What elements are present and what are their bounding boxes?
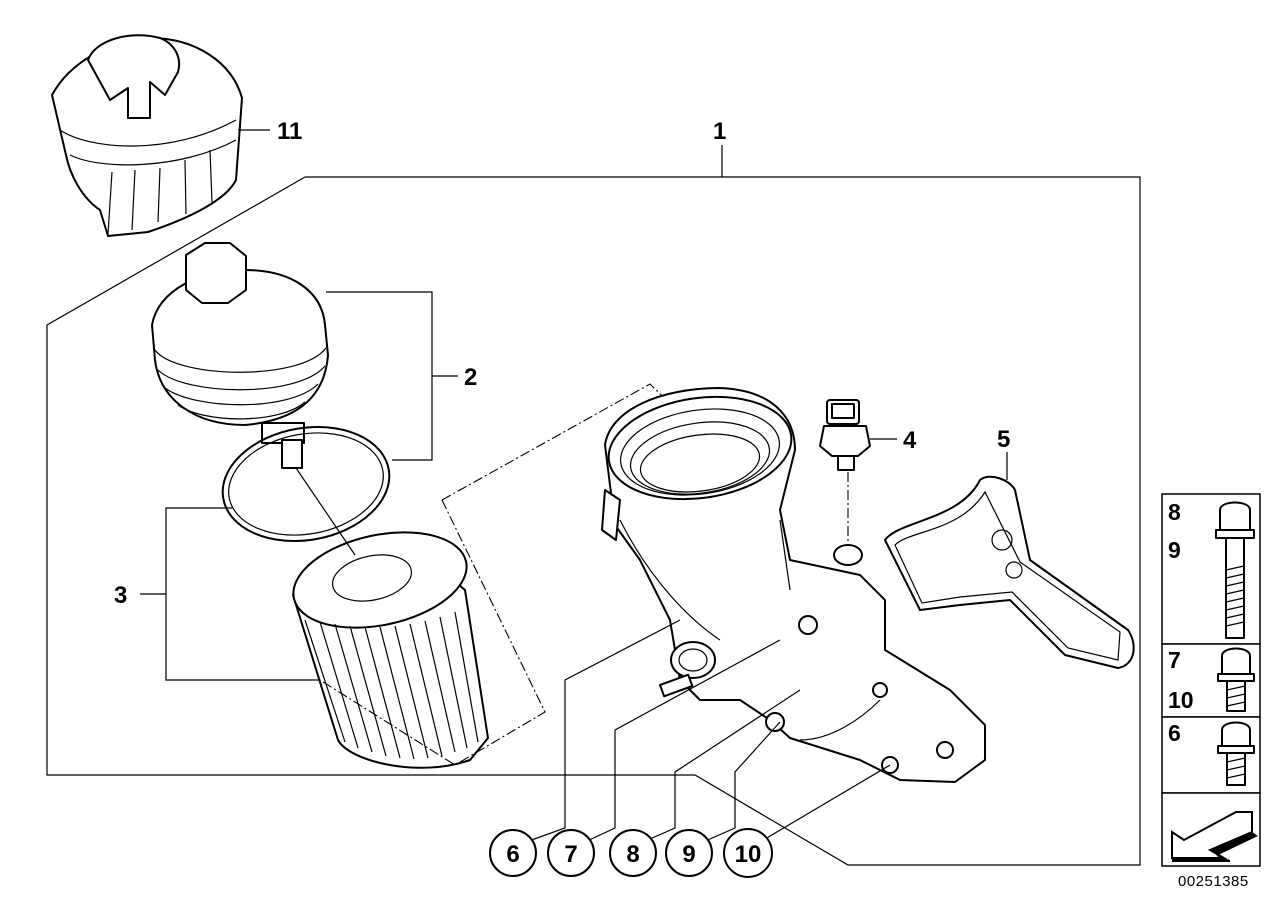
- legend-label-9: 9: [1168, 537, 1181, 563]
- screw-legend: 8 9 7 10 6: [1161, 493, 1261, 867]
- callout-3: 3: [114, 582, 127, 609]
- legend-label-6: 6: [1168, 720, 1181, 746]
- svg-text:6: 6: [506, 841, 519, 868]
- medium-bolt-icon: [1217, 647, 1255, 712]
- svg-text:9: 9: [682, 841, 695, 868]
- callout-11: 11: [277, 118, 302, 145]
- legend-label-8: 8: [1168, 499, 1181, 525]
- oil-filter-element: [292, 531, 489, 769]
- filter-wrench-tool: [51, 34, 270, 237]
- callout-5: 5: [997, 426, 1010, 453]
- housing-gasket: [884, 475, 1135, 669]
- legend-label-7: 7: [1168, 647, 1181, 673]
- circled-callout-9: 9: [665, 829, 713, 877]
- legend-label-10: 10: [1168, 687, 1194, 713]
- svg-text:8: 8: [626, 841, 639, 868]
- short-bolt-icon: [1217, 721, 1255, 786]
- arrow-symbol-icon: [1171, 811, 1258, 862]
- oil-pressure-switch: [819, 399, 871, 471]
- long-bolt-icon: [1215, 501, 1255, 639]
- circled-callout-6: 6: [489, 829, 537, 877]
- svg-text:7: 7: [564, 841, 577, 868]
- svg-text:10: 10: [735, 841, 762, 868]
- filter-cap: [151, 242, 391, 543]
- callout-2: 2: [464, 364, 477, 391]
- callout-1: 1: [713, 118, 726, 145]
- circled-callout-10: 10: [723, 828, 773, 878]
- circled-callout-7: 7: [547, 829, 595, 877]
- assembly-frame: [46, 145, 1141, 866]
- document-id: 00251385: [1178, 873, 1249, 890]
- circled-callout-8: 8: [609, 829, 657, 877]
- callout-4: 4: [903, 427, 917, 454]
